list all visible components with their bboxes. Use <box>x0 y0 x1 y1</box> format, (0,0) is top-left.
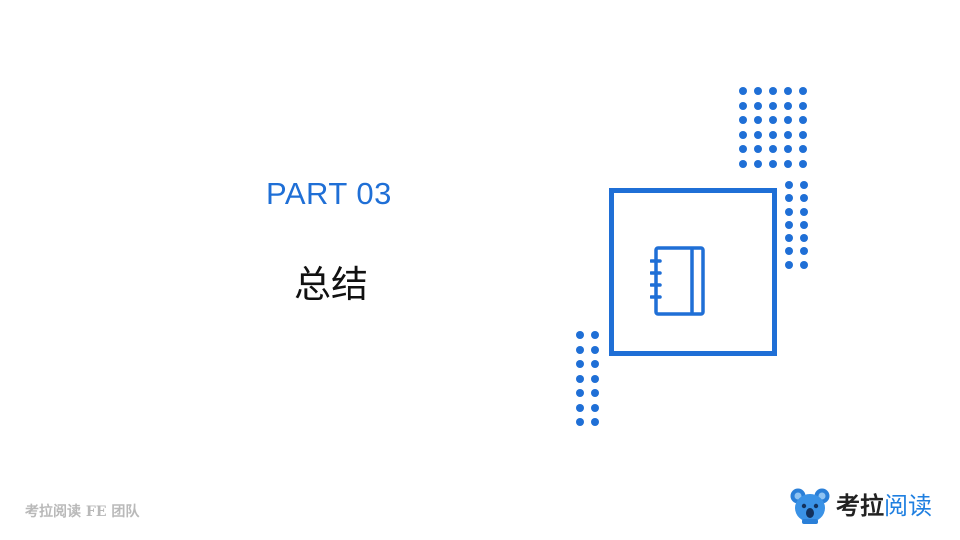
dot <box>799 101 807 110</box>
dot <box>591 418 599 426</box>
dot <box>800 207 808 216</box>
dot <box>784 116 792 124</box>
dot <box>799 159 807 168</box>
dot <box>739 145 747 153</box>
dot <box>799 145 807 153</box>
dot <box>576 389 584 397</box>
dot <box>576 360 584 368</box>
dot <box>591 345 599 354</box>
dot <box>784 159 792 168</box>
dot <box>800 194 808 203</box>
koala-mascot-icon <box>790 488 830 524</box>
dot <box>739 87 747 95</box>
dot <box>785 260 793 269</box>
dot <box>784 130 792 139</box>
dot <box>754 87 762 95</box>
brand-name: 考拉阅读 <box>836 486 932 526</box>
notebook-icon <box>650 246 705 316</box>
dot <box>800 247 808 256</box>
brand-logo: 考拉阅读 <box>790 486 932 526</box>
dot <box>591 360 599 368</box>
brand-name-accent: 阅读 <box>884 492 932 520</box>
dot <box>739 101 747 110</box>
dot <box>754 130 762 139</box>
dot <box>785 207 793 216</box>
dot <box>769 116 777 124</box>
dot <box>754 116 762 124</box>
dot <box>799 130 807 139</box>
dot <box>739 159 747 168</box>
dot <box>769 145 777 153</box>
part-label: PART 03 <box>266 176 392 211</box>
dot <box>769 159 777 168</box>
dot <box>785 220 793 229</box>
dot <box>769 101 777 110</box>
dot <box>576 331 584 339</box>
dot <box>784 145 792 153</box>
dot <box>785 234 793 243</box>
dot <box>754 145 762 153</box>
dot <box>754 159 762 168</box>
dot <box>754 101 762 110</box>
dot <box>785 194 793 203</box>
dot <box>800 181 808 189</box>
dot <box>576 374 584 383</box>
icon-frame <box>609 188 777 356</box>
team-credit: 考拉阅读 FE 团队 <box>25 504 140 520</box>
dot <box>591 331 599 339</box>
dot <box>576 403 584 412</box>
dot <box>576 345 584 354</box>
dot-grid-left <box>576 331 599 426</box>
dot <box>800 234 808 243</box>
dot <box>769 87 777 95</box>
dot <box>591 403 599 412</box>
dot <box>785 181 793 189</box>
section-title: 总结 <box>294 263 368 306</box>
dot <box>799 116 807 124</box>
dot <box>799 87 807 95</box>
brand-name-dark: 考拉 <box>836 492 884 520</box>
dot <box>800 220 808 229</box>
dot <box>739 116 747 124</box>
dot <box>769 130 777 139</box>
dot <box>739 130 747 139</box>
dot <box>784 87 792 95</box>
dot <box>576 418 584 426</box>
dot <box>800 260 808 269</box>
dot-grid-right <box>785 181 808 269</box>
dot-grid-top <box>739 87 807 168</box>
dot <box>785 247 793 256</box>
dot <box>591 389 599 397</box>
dot <box>784 101 792 110</box>
dot <box>591 374 599 383</box>
